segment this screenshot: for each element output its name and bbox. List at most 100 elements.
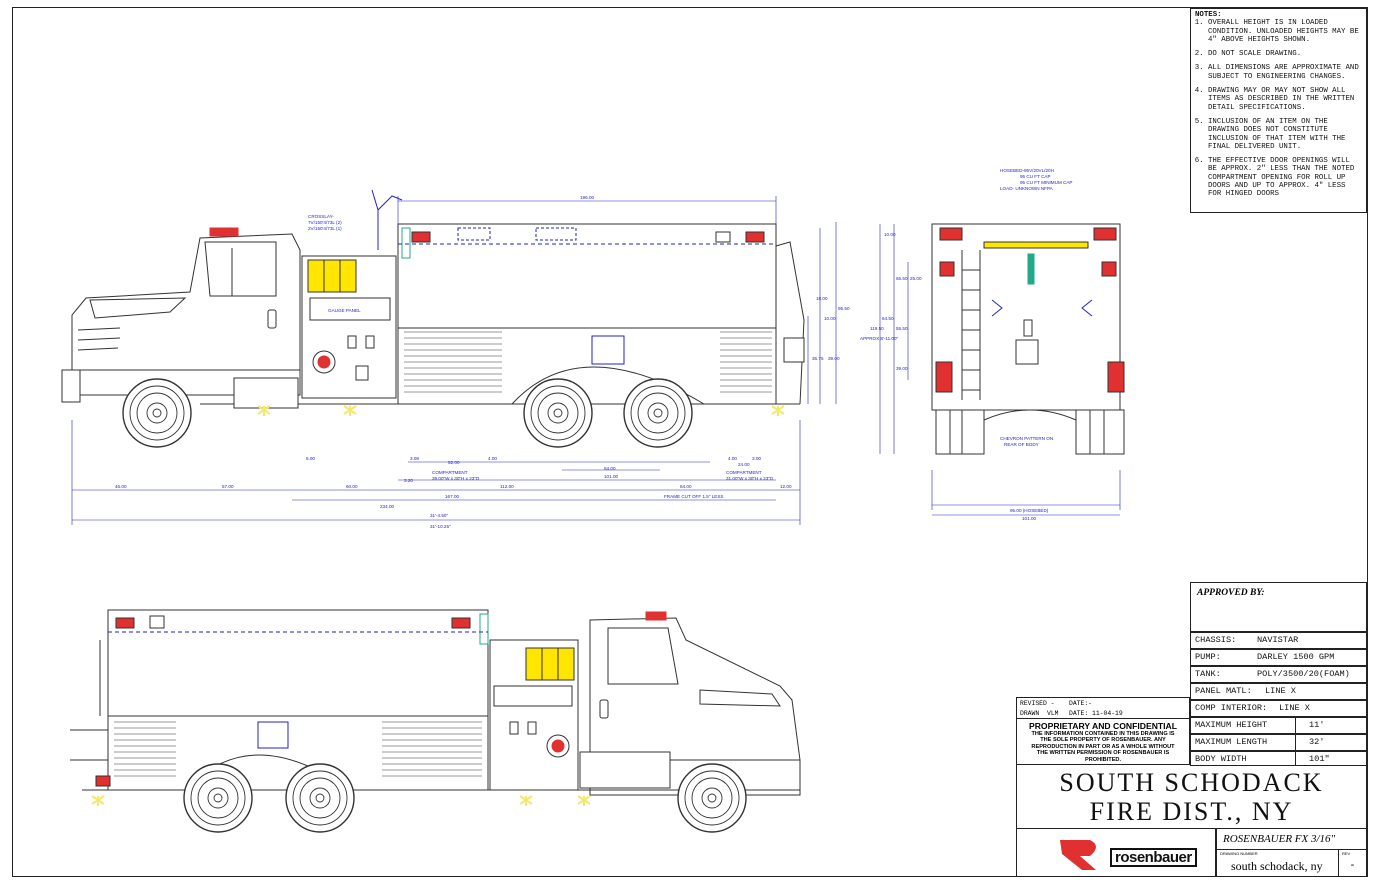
dim-234: 234.00 bbox=[380, 504, 394, 509]
body-width-label: BODY WIDTH bbox=[1195, 754, 1247, 764]
compartment-left-dim: 39.00"W x 30"H x 23"D bbox=[432, 476, 480, 481]
dim-167: 167.00 bbox=[445, 494, 459, 499]
pump-value: DARLEY 1500 GPM bbox=[1257, 652, 1335, 662]
chevron-label: CHEVRON PATTERN ON bbox=[1000, 436, 1053, 441]
dim-31a: 31'-4.50" bbox=[430, 513, 448, 518]
rev-box: REV - bbox=[1339, 850, 1367, 877]
drawing-number: south schodack, ny bbox=[1231, 859, 1323, 873]
max-length-value: 32' bbox=[1309, 737, 1325, 747]
dim-v10b: 10.00 bbox=[884, 232, 896, 237]
dim-v119: 119.50 bbox=[870, 326, 884, 331]
hosebed-line4: LOAD- UNKNOWN NFPA bbox=[1000, 186, 1054, 191]
hosebed-label: HOSEBED- bbox=[1000, 168, 1024, 173]
proprietary-notice: PROPRIETARY AND CONFIDENTIAL THE INFORMA… bbox=[1016, 719, 1190, 765]
dim-60: 60.00 bbox=[346, 484, 358, 489]
dim-v95: 95.50 bbox=[838, 306, 850, 311]
logo-box bbox=[1016, 829, 1216, 877]
spec-row-panel: PANEL MATL: LINE X bbox=[1190, 683, 1367, 700]
side-view-top bbox=[61, 189, 805, 416]
chassis-label: CHASSIS: bbox=[1195, 635, 1237, 645]
side-view-dimensions bbox=[71, 196, 837, 525]
note-item: OVERALL HEIGHT IS IN LOADED CONDITION. U… bbox=[1208, 19, 1362, 44]
revised-date-label: DATE:- bbox=[1069, 700, 1093, 707]
spec-row-comp: COMP INTERIOR: LINE X bbox=[1190, 700, 1367, 717]
dim-52: 52.00 bbox=[448, 460, 460, 465]
max-height-label: MAXIMUM HEIGHT bbox=[1195, 720, 1268, 730]
hosebed-line1: 95V/20VL/20H bbox=[1024, 168, 1054, 173]
dim-v64: 64.50 bbox=[882, 316, 894, 321]
spec-row-pump: PUMP: DARLEY 1500 GPM bbox=[1190, 649, 1367, 666]
note-item: THE EFFECTIVE DOOR OPENINGS WILL BE APPR… bbox=[1208, 157, 1362, 198]
dim-24: 24.00 bbox=[738, 462, 750, 467]
panel-value: LINE X bbox=[1265, 686, 1296, 696]
spec-row-max-length: MAXIMUM LENGTH 32' bbox=[1190, 734, 1367, 751]
dim-101: 101.00 bbox=[604, 474, 618, 479]
compartment-left-label: COMPARTMENT bbox=[432, 470, 468, 475]
panel-label: PANEL MATL: bbox=[1195, 686, 1252, 696]
crosslay-line1: 7V/150'4/73L (2) bbox=[308, 220, 342, 225]
rear-view bbox=[931, 223, 1125, 455]
spec-row-chassis: CHASSIS: NAVISTAR bbox=[1190, 632, 1367, 649]
dim-v55: 55.50 bbox=[896, 326, 908, 331]
approved-by-label: APPROVED BY: bbox=[1197, 588, 1265, 598]
rev-caption: REV bbox=[1342, 851, 1351, 856]
body-width-value: 101" bbox=[1309, 754, 1330, 764]
dim-v25: 25.00 bbox=[910, 276, 922, 281]
dim-6: 6.00 bbox=[306, 456, 315, 461]
notes-header: NOTES: bbox=[1195, 11, 1222, 19]
customer-name: SOUTH SCHODACK FIRE DIST., NY bbox=[1016, 765, 1367, 829]
spec-row-max-height: MAXIMUM HEIGHT 11' bbox=[1190, 717, 1367, 734]
drawn-date: DATE: 11-04-19 bbox=[1069, 710, 1123, 717]
chevron-label-2: REAR OF BODY bbox=[1004, 442, 1039, 447]
dim-v65: 65.50 bbox=[896, 276, 908, 281]
dim-4a: 4.00 bbox=[488, 456, 497, 461]
revision-block: REVISED - DATE:- DRAWN VLM DATE: 11-04-1… bbox=[1016, 697, 1190, 719]
side-view-bottom bbox=[70, 609, 801, 806]
dim-46: 46.00 bbox=[115, 484, 127, 489]
drawing-border bbox=[12, 7, 1368, 877]
tank-label: TANK: bbox=[1195, 669, 1221, 679]
crosslay-label: CROSSLAY- bbox=[308, 214, 334, 219]
proprietary-title: PROPRIETARY AND CONFIDENTIAL bbox=[1028, 721, 1177, 731]
compartment-right-dim: 31.00"W x 30"H x 23"D bbox=[726, 476, 774, 481]
drawing-number-caption: DRAWING NUMBER bbox=[1220, 851, 1258, 856]
note-item: ALL DIMENSIONS ARE APPROXIMATE AND SUBJE… bbox=[1208, 64, 1362, 81]
dim-v39: 39.00 bbox=[896, 366, 908, 371]
dim-101b: 101.00 bbox=[1022, 516, 1036, 521]
dim-309: 3.09 bbox=[410, 456, 419, 461]
drawing-number-box: DRAWING NUMBER south schodack, ny bbox=[1216, 850, 1339, 877]
revised-label: REVISED - bbox=[1020, 700, 1055, 707]
dim-320: 3.20 bbox=[404, 478, 413, 483]
dim-84: 84.00 bbox=[680, 484, 692, 489]
approx-height-label: APPROX 8'-11.00" bbox=[860, 336, 899, 341]
customer-line-2: FIRE DIST., NY bbox=[1089, 797, 1294, 826]
dim-4b: 4.00 bbox=[728, 456, 737, 461]
proprietary-body: THE INFORMATION CONTAINED IN THIS DRAWIN… bbox=[1031, 731, 1175, 763]
dim-v10: 10.00 bbox=[824, 316, 836, 321]
dim-12: 12.00 bbox=[780, 484, 792, 489]
dim-v35: 35.75 bbox=[812, 356, 824, 361]
divider bbox=[1295, 718, 1296, 733]
divider bbox=[1295, 735, 1296, 750]
logo-wordmark: rosenbauer bbox=[1110, 848, 1197, 867]
dim-196: 196.00 bbox=[580, 195, 594, 200]
model-label: ROSENBAUER FX 3/16" bbox=[1216, 829, 1367, 850]
crosslay-line2: 2V/150'4/73L (1) bbox=[308, 226, 342, 231]
dim-112: 112.00 bbox=[500, 484, 514, 489]
tank-value: POLY/3500/20(FOAM) bbox=[1257, 669, 1350, 679]
approved-by-box: APPROVED BY: bbox=[1190, 582, 1367, 632]
pump-label: PUMP: bbox=[1195, 652, 1221, 662]
dim-54: 54.00 bbox=[604, 466, 616, 471]
spec-row-tank: TANK: POLY/3500/20(FOAM) bbox=[1190, 666, 1367, 683]
comp-label: COMP INTERIOR: bbox=[1195, 703, 1268, 713]
note-item: INCLUSION OF AN ITEM ON THE DRAWING DOES… bbox=[1208, 118, 1362, 151]
rev-value: - bbox=[1350, 859, 1355, 871]
dim-57: 57.00 bbox=[222, 484, 234, 489]
spec-row-body-width: BODY WIDTH 101" bbox=[1190, 751, 1367, 766]
dim-v18: 18.00 bbox=[816, 296, 828, 301]
note-item: DO NOT SCALE DRAWING. bbox=[1208, 50, 1362, 58]
notes-panel: NOTES: OVERALL HEIGHT IS IN LOADED CONDI… bbox=[1190, 8, 1367, 213]
notes-list: OVERALL HEIGHT IS IN LOADED CONDITION. U… bbox=[1195, 19, 1362, 198]
frame-cut-label: FRAME CUT OFF 1.5" LESS bbox=[664, 494, 724, 499]
